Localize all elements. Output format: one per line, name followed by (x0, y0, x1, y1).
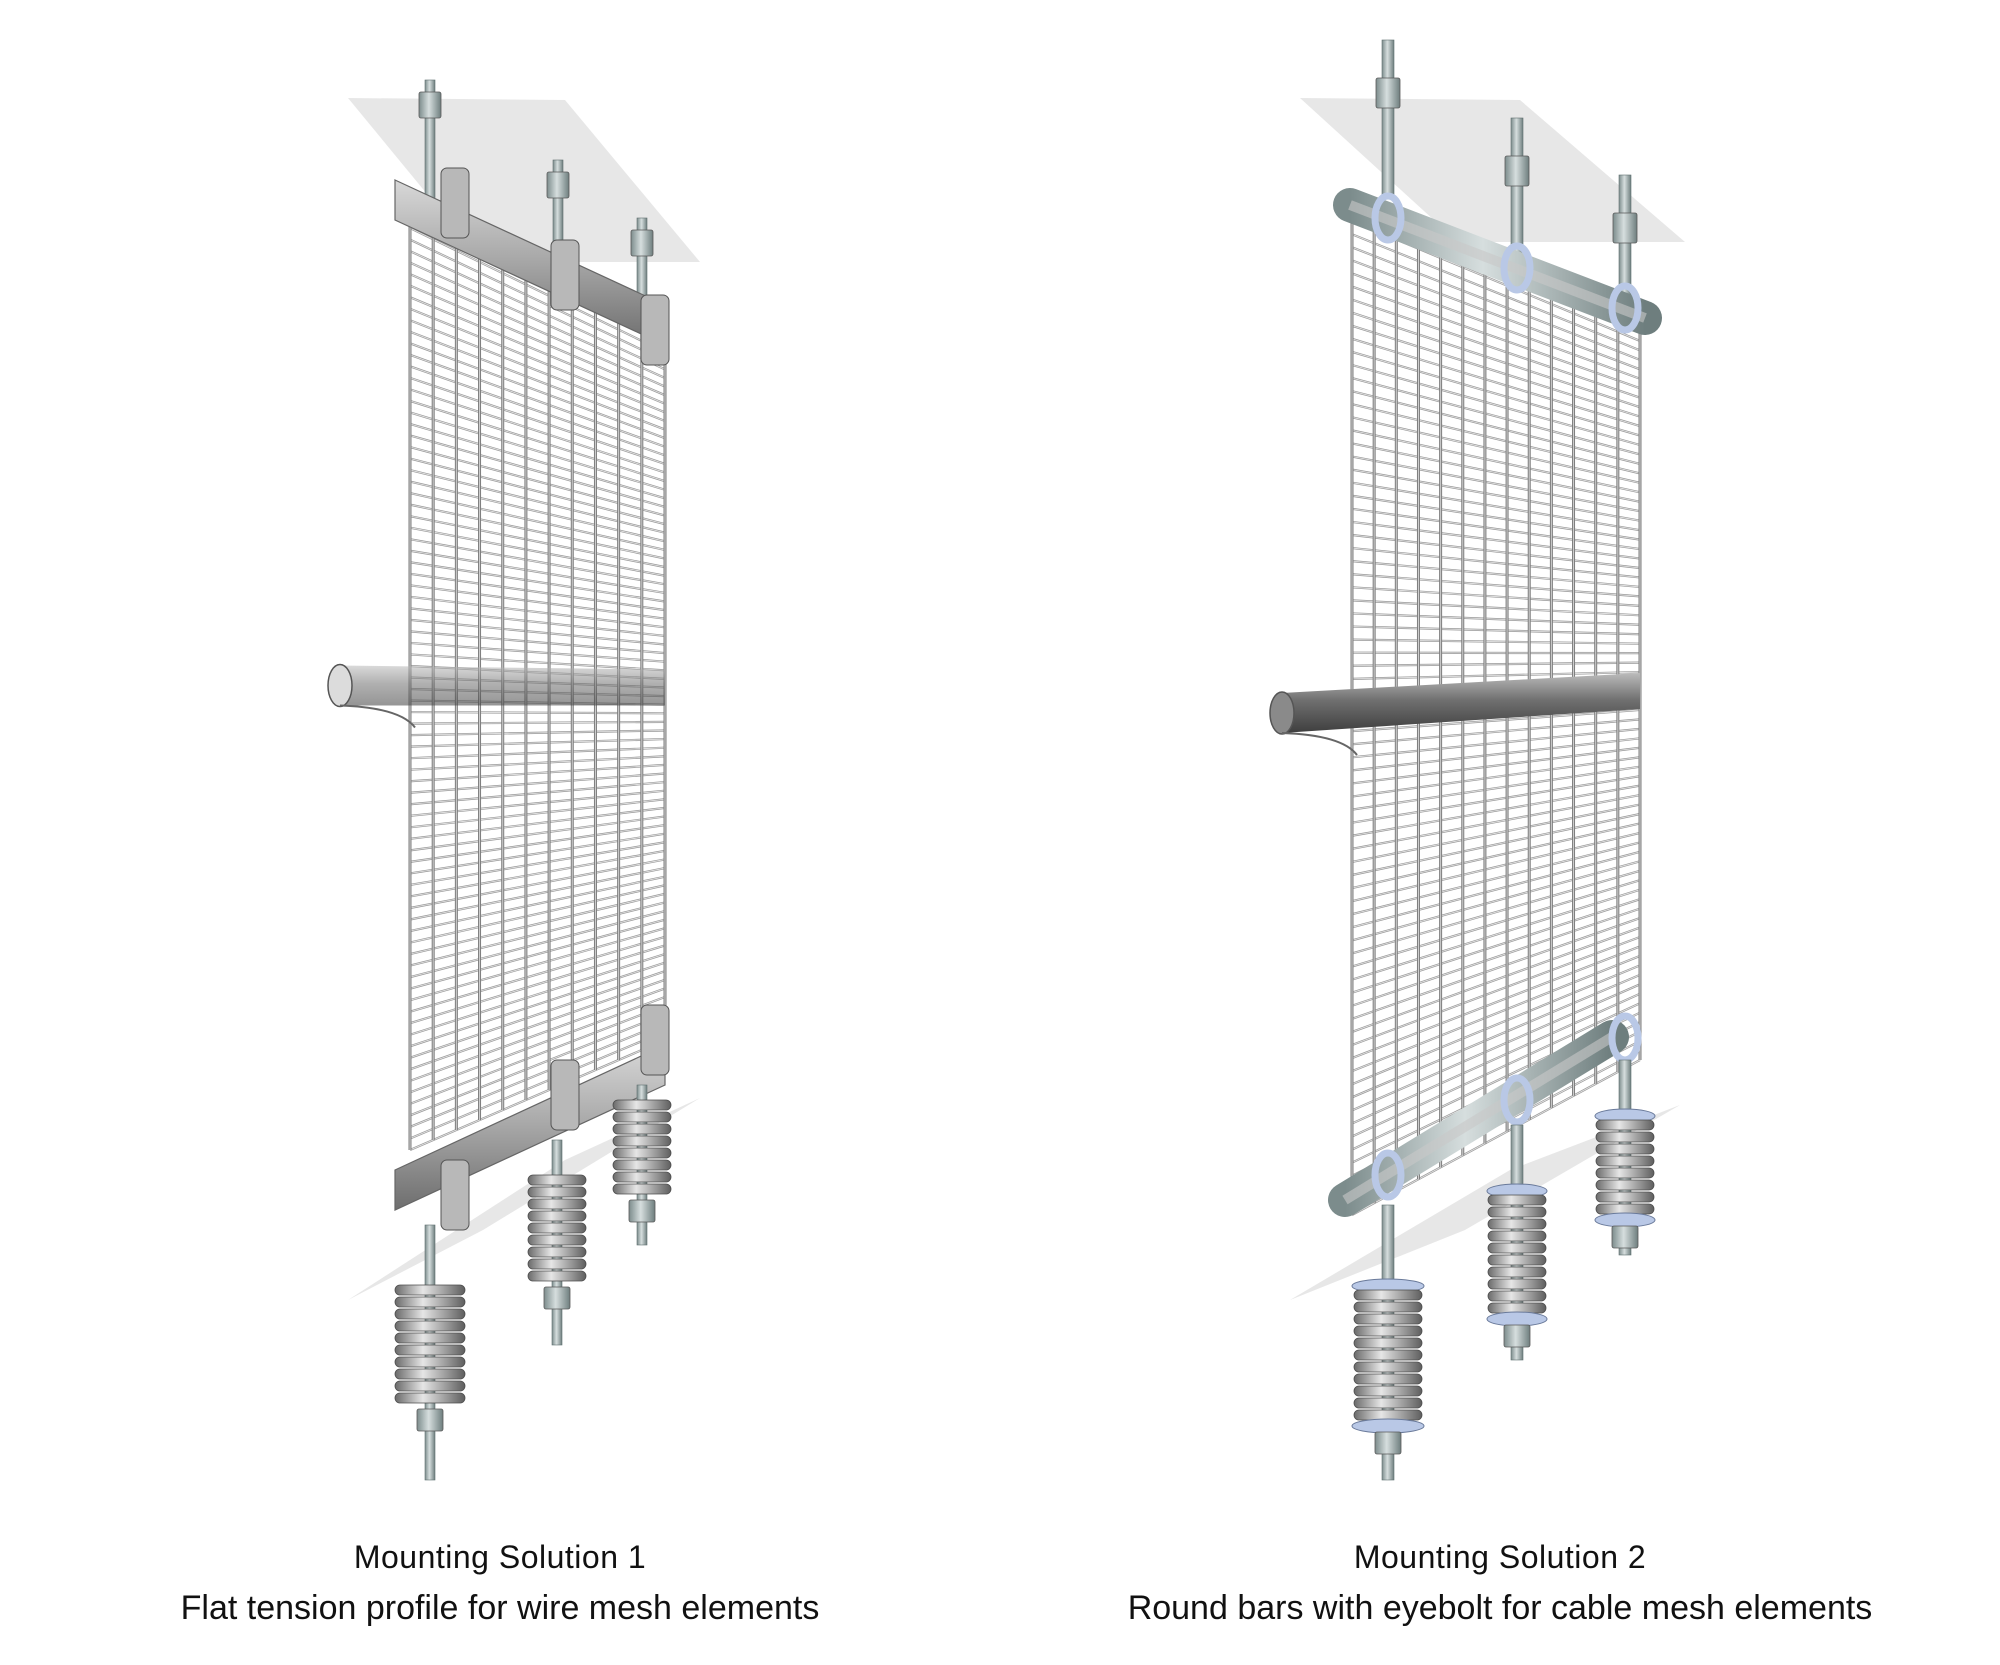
clevis-bracket-top-2 (550, 239, 580, 311)
hex-nut-top-2 (1504, 155, 1530, 187)
middle-support-tube-wire (1281, 732, 1358, 756)
hex-nut-bottom-3 (1611, 1225, 1639, 1249)
hex-nut-top-2 (546, 171, 570, 199)
compression-spring-1 (1353, 1289, 1423, 1421)
washer-lower-1 (1351, 1418, 1425, 1434)
ceiling-slab (1300, 98, 1685, 242)
threaded-rod-top-2 (1510, 117, 1524, 261)
compression-spring-2 (1487, 1194, 1547, 1314)
ceiling-slab (348, 98, 700, 262)
hex-nut-top-1 (1375, 77, 1401, 109)
mounting-solution-2-description: Round bars with eyebolt for cable mesh e… (1127, 1589, 1873, 1627)
washer-lower-3 (1594, 1212, 1656, 1228)
middle-support-tube-wire (339, 704, 416, 729)
eyebolt-ring-top-2 (1500, 242, 1534, 294)
round-bar-bottom-highlight (1342, 1032, 1615, 1205)
compression-spring-1 (394, 1284, 466, 1404)
hex-nut-top-3 (630, 229, 654, 257)
hex-nut-top-1 (418, 91, 442, 119)
middle-support-tube (1282, 673, 1640, 733)
mounting-solution-1-caption: Mounting Solution 1 Flat tension profile… (0, 1535, 1000, 1633)
middle-support-tube-end (327, 663, 353, 708)
washer-lower-2 (1486, 1311, 1548, 1327)
mounting-solution-1-panel: Mounting Solution 1 Flat tension profile… (0, 79, 1000, 1633)
middle-support-tube-end (1269, 691, 1295, 735)
hex-nut-bottom-3 (628, 1199, 656, 1223)
mounting-solution-2-title: Mounting Solution 2 (1353, 1539, 1647, 1575)
compression-spring-3 (1595, 1119, 1655, 1215)
hex-nut-bottom-1 (1374, 1431, 1402, 1455)
eyebolt-ring-bottom-2 (1500, 1074, 1534, 1126)
clevis-bracket-bottom-2 (550, 1059, 580, 1131)
clevis-bracket-top-3 (640, 294, 670, 366)
compression-spring-3 (612, 1099, 672, 1195)
mounting-solution-1-title: Mounting Solution 1 (353, 1539, 647, 1575)
floor-slab (348, 1098, 700, 1300)
hex-nut-bottom-1 (416, 1408, 444, 1432)
middle-support-tube (340, 665, 665, 706)
clevis-bracket-bottom-1 (440, 1159, 470, 1231)
mounting-solution-1-illustration (327, 79, 700, 1481)
mounting-solution-2-caption: Mounting Solution 2 Round bars with eyeb… (1000, 1535, 2000, 1633)
hex-nut-bottom-2 (1503, 1324, 1531, 1348)
compression-spring-2 (527, 1174, 587, 1282)
clevis-bracket-bottom-3 (640, 1004, 670, 1076)
eyebolt-ring-top-1 (1371, 192, 1405, 244)
eyebolt-ring-top-3 (1608, 282, 1642, 334)
threaded-rod-top-1 (1381, 39, 1395, 196)
mounting-solution-2-illustration (1269, 39, 1685, 1481)
hex-nut-bottom-2 (543, 1286, 571, 1310)
mounting-solution-1-description: Flat tension profile for wire mesh eleme… (180, 1589, 820, 1627)
hex-nut-top-3 (1612, 212, 1638, 244)
clevis-bracket-top-1 (440, 167, 470, 239)
mounting-solution-2-panel: Mounting Solution 2 Round bars with eyeb… (1000, 0, 2000, 1665)
eyebolt-ring-bottom-1 (1371, 1149, 1405, 1201)
